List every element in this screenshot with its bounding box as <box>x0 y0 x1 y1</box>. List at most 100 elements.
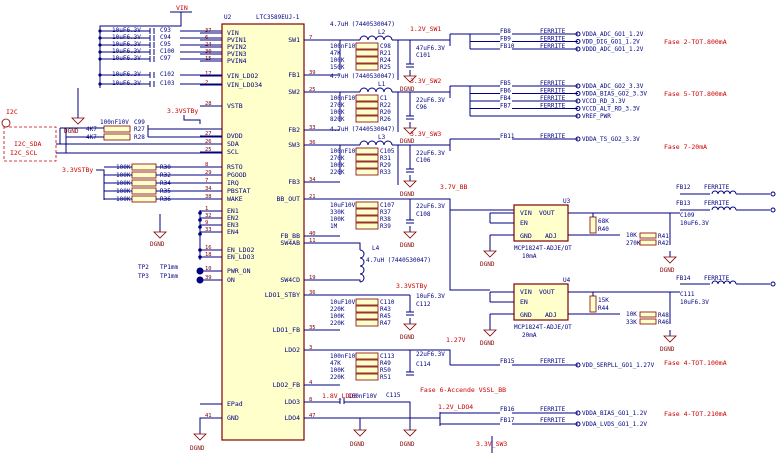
buck2-output-name: VREF_PWR <box>582 113 611 120</box>
u3-r1-ref: R40 <box>598 226 609 233</box>
buck3-fb-value: 100K <box>330 162 345 169</box>
dgnd-label: DGND <box>400 242 415 249</box>
u2-left-pins: VIN37PVIN16PVIN224PVIN330PVIN415VIN_LDO2… <box>200 28 262 422</box>
ldo3-note: Fase 6-Accende VSSL_BB <box>420 386 506 394</box>
ferrite-label: FERRITE <box>704 200 730 207</box>
u2-pin-on: ON <box>227 276 235 284</box>
u2-pin-number: 17 <box>205 71 212 77</box>
u2-pin-pgood: PGOOD <box>227 171 247 179</box>
buck1-ferrite-ref: FB10 <box>500 43 515 50</box>
u2-pin-epad: EPad <box>227 400 243 408</box>
u2-ref: U2 <box>224 14 232 21</box>
inductor-coil <box>383 140 393 146</box>
u2-pin-bb_out: BB_OUT <box>277 195 301 203</box>
ldo2-fb-ref: C113 <box>380 353 395 360</box>
output-port <box>770 191 776 197</box>
ldo4-out-1: VDDA_BIAS_GO1_1.2V <box>582 410 647 417</box>
u2-pin-number: 27 <box>205 131 212 137</box>
ferrite-label: FERRITE <box>540 28 566 35</box>
u2-pin-vin_ldo2: VIN_LDO2 <box>227 72 258 80</box>
dgnd-label: DGND <box>400 86 415 93</box>
u2-pin-sw4cd: SW4CD <box>280 276 300 284</box>
ferrite-label: FERRITE <box>704 184 730 191</box>
buck2-fb-value: 270K <box>330 102 345 109</box>
u3-r3-value: 270K <box>626 240 641 247</box>
u2-ic: LTC3589EUJ-1 U2 VIN37PVIN16PVIN224PVIN33… <box>200 14 322 441</box>
inductor-coil <box>367 35 377 41</box>
svg-text:DGND: DGND <box>350 441 365 448</box>
cap-ref: C102 <box>160 71 175 78</box>
vin-power-symbol: VIN <box>170 4 192 22</box>
buck2-fb-value: 100nF10V <box>330 95 359 102</box>
ldo1-fb-ref: R47 <box>380 320 391 327</box>
ferrite-coil <box>723 280 731 285</box>
buck1-output-name: VDDA_ADC_GO1_1.2V <box>582 31 644 38</box>
u3-cap-value: 10uF6.3V <box>680 220 709 227</box>
inductor-coil <box>367 140 377 146</box>
i2c-interface: I2C I2C_SDA I2C_SCL 100nF10V C99 4K7 R27… <box>1 108 222 162</box>
output-port <box>575 31 581 37</box>
ferrite-coil <box>723 206 731 211</box>
output-port <box>770 281 776 287</box>
dgnd-symbol <box>403 180 417 188</box>
svg-text:DGND: DGND <box>150 241 165 248</box>
inductor-coil <box>359 35 369 41</box>
u2-pin-number: 34 <box>205 186 212 192</box>
ldo2-fb-ref: R50 <box>380 367 391 374</box>
u4-r2-ref: R48 <box>658 312 669 319</box>
ferrite-coil <box>729 190 737 195</box>
ldo4-note: Fase 4-TOT.210mA <box>664 410 727 418</box>
buck1-fb-value: 100nF10V <box>330 43 359 50</box>
u4-r1-ref: R44 <box>598 305 609 312</box>
inductor-coil <box>359 265 365 275</box>
u2-pin-fb2: FB2 <box>288 126 300 134</box>
tp3-ref: TP3 <box>138 273 149 280</box>
buck2-fb-ref: C1 <box>380 95 388 102</box>
buck2-fb-value: 820K <box>330 116 345 123</box>
buck2-ferrite-ref: FB5 <box>500 80 511 87</box>
buck1-output-name: VDDD_ADC_GO1_1.2V <box>582 46 644 53</box>
buck2-fb-ref: R22 <box>380 102 391 109</box>
buck2-fb-ref: R20 <box>380 109 391 116</box>
buck3-cap-ref: C106 <box>416 157 431 164</box>
u3-pin-vout: VOUT <box>539 209 555 217</box>
u2-pin-number: 41 <box>205 413 212 419</box>
output-port <box>575 136 581 142</box>
output-port <box>575 113 581 119</box>
u4-r1-value: 15K <box>598 297 609 304</box>
buck1-output-name: VDD_DIG_GO1_1.2V <box>582 39 640 46</box>
buck1-fb-ref: R24 <box>380 57 391 64</box>
ldo2-fb-ref: R49 <box>380 360 391 367</box>
inductor-coil <box>359 87 369 93</box>
buck1-fb-ref: C98 <box>380 43 391 50</box>
inductor-coil <box>375 35 385 41</box>
bb-net: 3.7V_BB <box>440 183 467 191</box>
inductor-coil <box>375 87 385 93</box>
output-port <box>770 207 776 213</box>
buck2-output-name: VCCD_RD_3.3V <box>582 98 626 105</box>
ferrite-label: FERRITE <box>540 80 566 87</box>
dgnd-label: DGND <box>400 138 415 145</box>
u2-pin-scl: SCL <box>227 148 239 156</box>
u2-pin-sw2: SW2 <box>288 88 300 96</box>
u2-pin-sw4ab: SW4AB <box>280 239 300 247</box>
output-port <box>575 39 581 44</box>
bb-inductor: 4.7uH (7440530047) <box>366 257 431 264</box>
cap-ref: C103 <box>160 80 175 87</box>
u2-pin-dvdd: DVDD <box>227 132 243 140</box>
buck3-inductor: 4.7uH (7440530047) <box>330 126 395 133</box>
u2-pin-number: 4 <box>309 380 313 386</box>
ldo1-fb-ref: R43 <box>380 306 391 313</box>
ldo2-fb-value: 220K <box>330 374 345 381</box>
u2-pin-ldo1_fb: LDO1_FB <box>273 326 300 334</box>
output-port <box>575 46 581 52</box>
dgnd-symbol <box>403 323 417 331</box>
bb-cap-value: 22uF6.3V <box>416 203 445 210</box>
tp3-label: TP1mm <box>160 273 178 280</box>
ldo4-net: 1.2V_LDO4 <box>438 403 473 411</box>
